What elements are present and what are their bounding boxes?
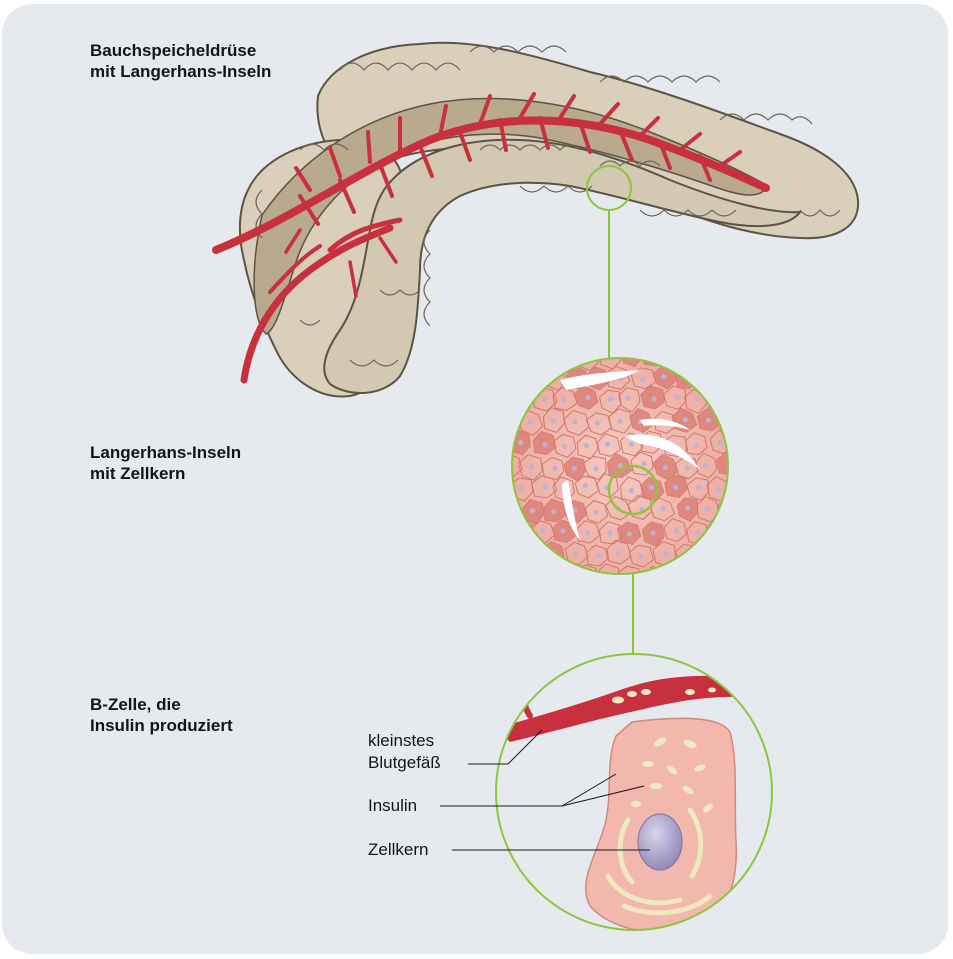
islet-cell-nucleus xyxy=(695,530,700,535)
islet-cell-nucleus xyxy=(640,377,645,382)
islet-cell-nucleus xyxy=(585,530,590,535)
islet-cell-nucleus xyxy=(673,485,678,490)
islet-cell-nucleus xyxy=(596,553,601,558)
heading-bcell: B-Zelle, die Insulin produziert xyxy=(90,694,233,736)
islet-cell-nucleus xyxy=(551,418,556,423)
islet-cell-nucleus xyxy=(685,466,690,471)
islet-cell-nucleus xyxy=(683,417,688,422)
islet-cell-nucleus xyxy=(608,397,613,402)
callout-vessel: kleinstes Blutgefäß xyxy=(368,730,441,774)
callout-insulin: Insulin xyxy=(368,795,417,817)
islet-cell-nucleus xyxy=(703,463,708,468)
islet-cell-nucleus xyxy=(616,551,621,556)
islet-cell-nucleus xyxy=(661,506,666,511)
islet-cell-nucleus xyxy=(572,466,577,471)
cell-nucleus xyxy=(638,814,682,870)
heading-bcell-line-2: Insulin produziert xyxy=(90,715,233,736)
islet-cell-nucleus xyxy=(685,505,690,510)
islet-cell-nucleus xyxy=(560,528,565,533)
islet-cell-nucleus xyxy=(551,509,556,514)
islet-cell-nucleus xyxy=(694,443,699,448)
callout-nucleus: Zellkern xyxy=(368,839,428,861)
islet-cell-nucleus xyxy=(542,397,547,402)
islet-cell-nucleus xyxy=(641,461,646,466)
islet-cell-nucleus xyxy=(674,395,679,400)
islet-cell-nucleus xyxy=(638,554,643,559)
islet-cell-nucleus xyxy=(627,531,632,536)
islet-cell-nucleus xyxy=(584,443,589,448)
islet-cell-nucleus xyxy=(595,420,600,425)
islet-cell-nucleus xyxy=(696,485,701,490)
heading-islets-line-1: Langerhans-Inseln xyxy=(90,442,241,463)
islet-cell-nucleus xyxy=(706,418,711,423)
islet-cell-nucleus xyxy=(663,465,668,470)
islet-cell-nucleus xyxy=(617,419,622,424)
islet-cell-nucleus xyxy=(540,528,545,533)
islet-cell-nucleus xyxy=(651,396,656,401)
islet-cell-nucleus xyxy=(649,485,654,490)
islet-cell-nucleus xyxy=(605,442,610,447)
bcell-magnification xyxy=(496,654,772,932)
islet-cell-nucleus xyxy=(674,528,679,533)
heading-islets: Langerhans-Inseln mit Zellkern xyxy=(90,442,241,484)
islet-cell-nucleus xyxy=(518,440,523,445)
islet-cell-nucleus xyxy=(561,397,566,402)
islet-cell-nucleus xyxy=(594,510,599,515)
islet-cell-nucleus xyxy=(607,530,612,535)
islet-cell-nucleus xyxy=(629,442,634,447)
islet-cell-nucleus xyxy=(705,506,710,511)
heading-pancreas-line-1: Bauchspeicheldrüse xyxy=(90,40,271,61)
islet-cell-nucleus xyxy=(651,531,656,536)
islet-cell-nucleus xyxy=(543,485,548,490)
islet-cell-nucleus xyxy=(529,464,534,469)
islet-cell-nucleus xyxy=(661,374,666,379)
islet-cell-nucleus xyxy=(594,466,599,471)
islet-cell-nucleus xyxy=(625,395,630,400)
islet-cell-nucleus xyxy=(562,444,567,449)
islet-cell-nucleus xyxy=(716,487,721,492)
islet-cell-nucleus xyxy=(664,552,669,557)
islet-cell-nucleus xyxy=(585,395,590,400)
islet-cell-nucleus xyxy=(583,483,588,488)
islet-cell-nucleus xyxy=(717,440,722,445)
islet-cell-nucleus xyxy=(542,442,547,447)
callout-vessel-line-2: Blutgefäß xyxy=(368,752,441,774)
islet-cell-nucleus xyxy=(552,466,557,471)
islet-cell-nucleus xyxy=(695,397,700,402)
islet-cell-nucleus xyxy=(572,419,577,424)
heading-islets-line-2: mit Zellkern xyxy=(90,463,241,484)
callout-vessel-line-1: kleinstes xyxy=(368,730,441,752)
islet-cell-nucleus xyxy=(573,551,578,556)
islet-cell-nucleus xyxy=(528,419,533,424)
islet-cell-nucleus xyxy=(518,486,523,491)
heading-pancreas: Bauchspeicheldrüse mit Langerhans-Inseln xyxy=(90,40,271,82)
heading-pancreas-line-2: mit Langerhans-Inseln xyxy=(90,61,271,82)
heading-bcell-line-1: B-Zelle, die xyxy=(90,694,233,715)
islet-cell-nucleus xyxy=(629,488,634,493)
islet-cell-nucleus xyxy=(530,508,535,513)
